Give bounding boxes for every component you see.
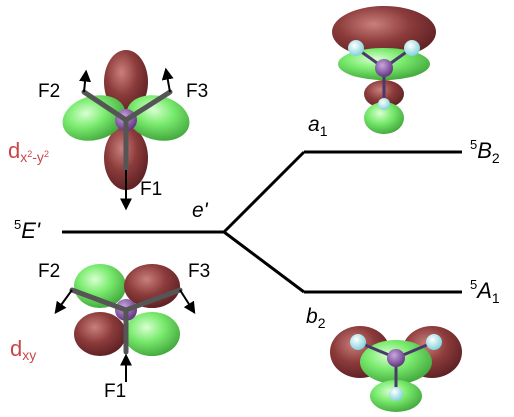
force-label-f1: F1: [140, 179, 163, 200]
force-arrow-f2: [79, 69, 92, 93]
ligand-atom: [389, 387, 403, 401]
lobe-red-bl: [74, 312, 126, 356]
upper-irrep-label: a1: [308, 113, 328, 139]
force-label-f2: F2: [38, 261, 61, 282]
force-arrow-f3: [179, 289, 196, 315]
lower-irrep-label: b2: [306, 305, 326, 331]
force-label-f3: F3: [186, 81, 209, 102]
upper-state-label: 5B2: [470, 137, 500, 166]
lower-branch-line: [223, 230, 305, 294]
ligand-atom: [378, 98, 390, 110]
metal-atom: [387, 349, 405, 367]
split-node-label: e': [192, 199, 208, 222]
orbital-label-dx2-y2: dx2-y2: [8, 138, 49, 165]
ligand-atom: [350, 334, 366, 350]
lobe-green-right: [126, 95, 190, 141]
ground-state-label: 5E': [14, 217, 41, 243]
orbital-top-right: [332, 6, 436, 134]
lower-state-label: 5A1: [470, 277, 500, 306]
lobe-green-tail: [364, 102, 404, 134]
lobe-green-br: [124, 312, 180, 356]
orbital-bottom-right: [330, 326, 462, 412]
force-label-f3: F3: [188, 261, 211, 282]
upper-branch-line: [222, 150, 306, 234]
force-label-f2: F2: [38, 81, 61, 102]
metal-atom: [375, 59, 393, 77]
ligand-atom: [348, 40, 364, 56]
force-arrow-f3: [161, 67, 174, 93]
ligand-atom: [404, 40, 420, 56]
force-arrow-f2: [54, 289, 73, 314]
level-lines: [62, 150, 462, 294]
lobe-red-top: [104, 50, 148, 114]
orbital-top-left: [62, 50, 190, 211]
orbital-bottom-left: [54, 264, 196, 382]
force-label-f1: F1: [104, 381, 127, 402]
ligand-atom: [426, 334, 442, 350]
orbital-label-dxy: dxy: [10, 336, 37, 363]
